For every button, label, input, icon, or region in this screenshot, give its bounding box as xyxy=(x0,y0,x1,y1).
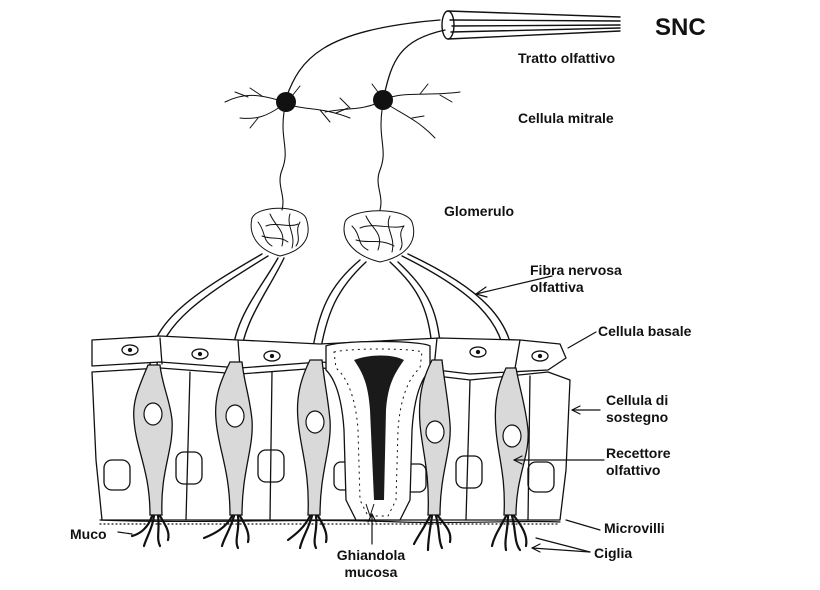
label-glomerulo: Glomerulo xyxy=(444,203,514,220)
label-snc: SNC xyxy=(655,14,706,42)
glomerulus-right xyxy=(344,211,414,262)
label-cellula-sostegno-line2: sostegno xyxy=(606,409,668,426)
mitral-dendrites xyxy=(280,110,383,210)
olfactory-tract xyxy=(442,11,620,39)
mitral-cell-left xyxy=(225,86,350,128)
label-cellula-sostegno-line1: Cellula di xyxy=(606,392,668,409)
label-tratto-olfattivo: Tratto olfattivo xyxy=(518,50,615,67)
label-fibra-nervosa-line2: olfattiva xyxy=(530,279,584,296)
label-recettore-line1: Recettore xyxy=(606,445,671,462)
label-fibra-nervosa-line1: Fibra nervosa xyxy=(530,262,622,279)
label-ciglia: Ciglia xyxy=(594,545,632,562)
label-cellula-mitrale: Cellula mitrale xyxy=(518,110,614,127)
label-ghiandola-line2: mucosa xyxy=(326,564,416,581)
cilia-tuft-4 xyxy=(414,516,450,550)
label-ghiandola-line1: Ghiandola xyxy=(326,547,416,564)
mitral-axons xyxy=(286,20,445,98)
label-microvilli: Microvilli xyxy=(604,520,665,537)
label-cellula-basale: Cellula basale xyxy=(598,323,691,340)
glomerulus-left xyxy=(251,208,308,256)
mitral-cell-right xyxy=(325,84,460,138)
label-muco: Muco xyxy=(70,526,107,543)
label-recettore-line2: olfattivo xyxy=(606,462,660,479)
